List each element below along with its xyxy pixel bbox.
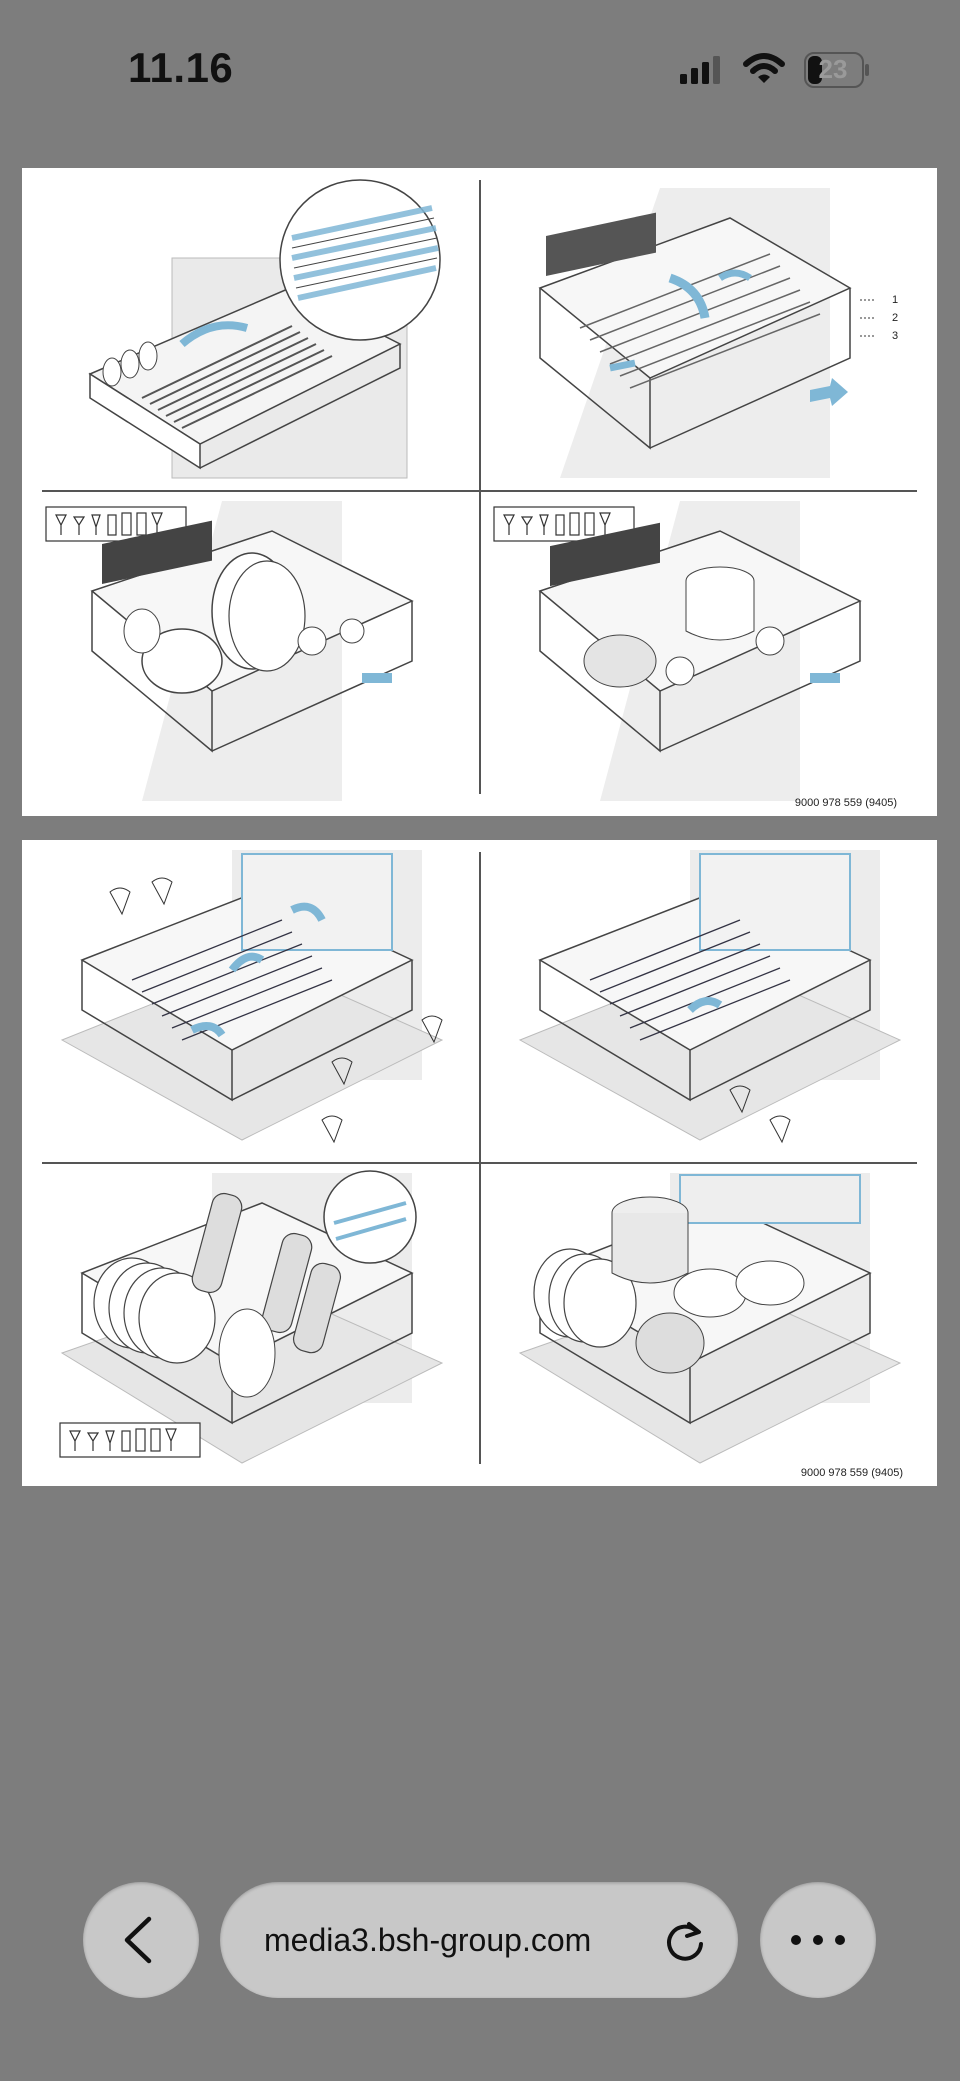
battery-level: 23: [818, 54, 848, 84]
back-icon: [124, 1916, 152, 1964]
more-button[interactable]: [760, 1882, 876, 1998]
signal-icon: [680, 56, 720, 84]
illustration-rack-height-adjust: 1 2 3: [480, 168, 937, 490]
status-icons: 23: [680, 50, 880, 90]
panel-divider-horizontal: [42, 490, 917, 492]
url-text: media3.bsh-group.com: [264, 1922, 592, 1958]
illustration-lower-rack-folding-tines: [22, 840, 479, 1162]
manual-page-2: 9000 978 559 (9405): [22, 840, 937, 1486]
reload-icon[interactable]: [663, 1918, 707, 1962]
glass-symbols-box: [59, 1422, 201, 1458]
level-label-2: 2: [892, 312, 899, 324]
illustration-upper-rack-loaded-pot: 9000 978 559 (9405): [480, 491, 937, 816]
status-time: 11.16: [128, 44, 234, 91]
illustration-lower-rack-loaded-pots: 9000 978 559 (9405): [480, 1163, 937, 1486]
illustration-cutlery-drawer: [22, 168, 479, 490]
address-bar[interactable]: media3.bsh-group.com: [220, 1882, 738, 1998]
illustration-lower-rack-loaded-plates-bottles: [22, 1163, 479, 1486]
battery-icon: 23: [804, 52, 870, 88]
panel-divider-vertical: [479, 180, 481, 794]
panel-divider-vertical: [479, 852, 481, 1464]
document-number: 9000 978 559 (9405): [794, 797, 897, 809]
glass-symbols-box: [493, 506, 635, 542]
illustration-lower-rack-tines-folded: [480, 840, 937, 1162]
back-button[interactable]: [83, 1882, 199, 1998]
manual-page-1: 1 2 3: [22, 168, 937, 816]
illustration-upper-rack-loaded-plates: [22, 491, 479, 816]
panel-divider-horizontal: [42, 1162, 917, 1164]
level-label-3: 3: [892, 330, 899, 342]
level-label-1: 1: [892, 294, 899, 306]
wifi-icon: [743, 53, 785, 83]
document-number: 9000 978 559 (9405): [800, 1467, 903, 1479]
more-icon: [791, 1935, 845, 1945]
